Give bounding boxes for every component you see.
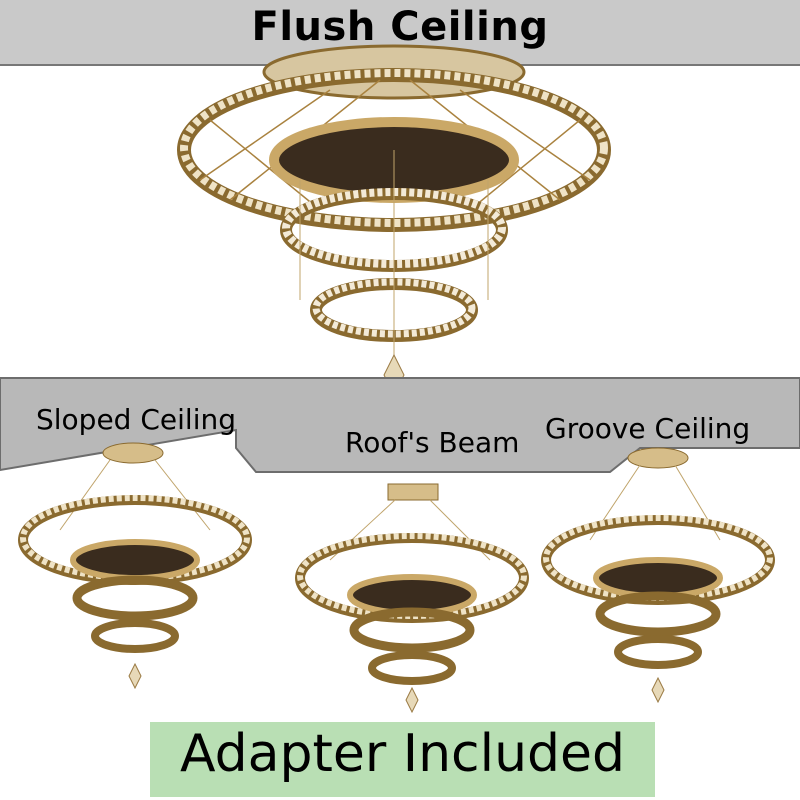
adapter-banner-text: Adapter Included (179, 724, 626, 784)
flush-ceiling-title: Flush Ceiling (251, 4, 549, 50)
sloped-ceiling-label: Sloped Ceiling (36, 403, 236, 436)
adapter-banner (150, 722, 655, 797)
roof-beam-label: Roof's Beam (345, 426, 520, 459)
groove-ceiling-label: Groove Ceiling (545, 412, 751, 445)
